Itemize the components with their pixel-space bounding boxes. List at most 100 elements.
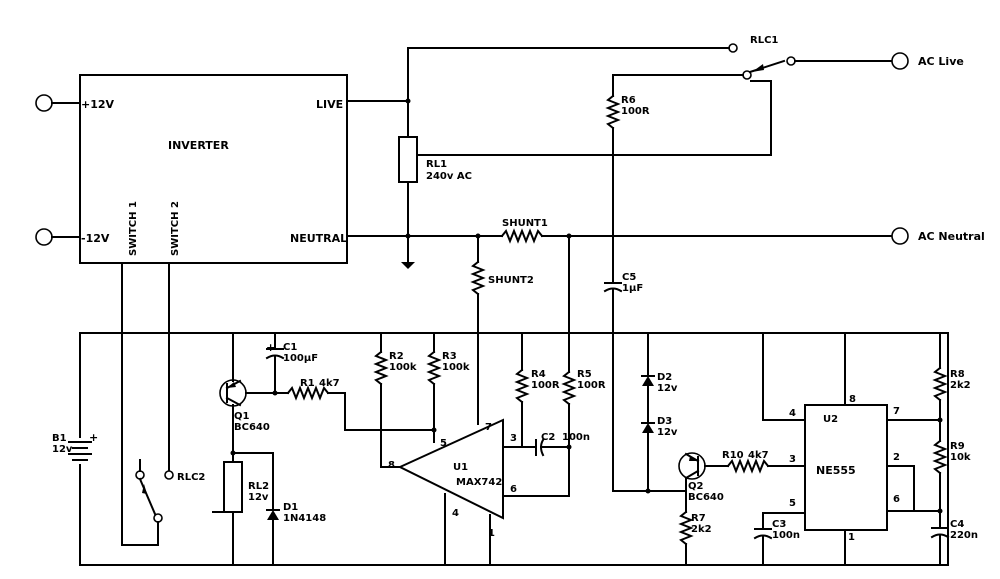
r9-value: 10k [950,452,971,463]
r8-label: R8 [950,369,965,380]
r10-value: 4k7 [748,450,769,461]
q1-value: BC640 [234,422,270,433]
d2-zener [641,375,655,386]
minus12v-label: -12V [81,232,110,245]
inverter-switch1-label: SWITCH 1 [128,201,139,256]
r5-resistor [561,370,577,406]
r6-value: 100R [621,106,650,117]
u2-ne555 [804,404,888,531]
shunt2-resistor [470,260,486,296]
u1-pin3: 3 [510,433,517,444]
r5-value: 100R [577,380,606,391]
r4-label: R4 [531,369,546,380]
d1-label: D1 [283,502,298,513]
u1-pin1: 1 [488,528,495,539]
shunt2-label: SHUNT2 [488,275,534,286]
r7-resistor [678,510,694,546]
r4-value: 100R [531,380,560,391]
shunt1-label: SHUNT1 [502,218,548,229]
r8-resistor [932,366,948,402]
ac-live-terminal [891,52,909,70]
u1-pin4: 4 [452,508,459,519]
r2-resistor [373,350,389,386]
r6-resistor [605,94,621,130]
c5-value: 1µF [622,283,643,294]
d3-label: D3 [657,416,672,427]
rlc2-common [153,513,163,523]
r4-resistor [514,368,530,404]
r7-value: 2k2 [691,524,712,535]
c1-value: 100µF [283,353,318,364]
u2-pin1: 1 [848,532,855,543]
d2-value: 12v [657,383,678,394]
u2-label: U2 [823,414,838,425]
d2-label: D2 [657,372,672,383]
r3-label: R3 [442,351,457,362]
terminal-plus12v: +12V [35,94,115,112]
r1-value: 4k7 [319,378,340,389]
ac-neutral-label: AC Neutral [918,230,985,243]
r9-label: R9 [950,441,965,452]
r2-label: R2 [389,351,404,362]
c2-value: 100n [562,432,590,443]
r9-resistor [932,439,948,475]
terminal-minus12v: -12V [35,228,110,246]
ground-symbol [401,262,415,269]
u1-pin7: 7 [485,422,492,433]
rlc1-label: RLC1 [750,35,778,46]
r8-value: 2k2 [950,380,971,391]
c2-label: C2 [541,432,555,443]
rlc1-contact-nc [728,43,738,53]
shunt1-resistor [500,228,544,244]
u2-pin8: 8 [849,394,856,405]
r3-value: 100k [442,362,470,373]
u1-pin8: 8 [388,460,395,471]
rl2-value: 12v [248,492,269,503]
q2-value: BC640 [688,492,724,503]
r10-resistor [726,458,770,474]
rlc2-label: RLC2 [177,472,205,483]
u2-pin5: 5 [789,498,796,509]
ac-neutral-terminal [891,227,909,245]
c4-label: C4 [950,519,964,530]
r7-label: R7 [691,513,706,524]
c3-value: 100n [772,530,800,541]
inverter-neutral-label: NEUTRAL [290,232,347,245]
d3-zener [641,422,655,433]
d1-diode [266,509,280,520]
u2-pin6: 6 [893,494,900,505]
u2-value: NE555 [816,464,856,477]
r2-value: 100k [389,362,417,373]
r5-label: R5 [577,369,592,380]
r1-resistor [286,385,330,401]
inverter-block: INVERTER LIVE NEUTRAL SWITCH 1 SWITCH 2 [79,74,348,264]
rlc2-contact-a [135,470,145,480]
plus12v-label: +12V [81,98,115,111]
b1-label: B1 [52,433,67,444]
c3-label: C3 [772,519,786,530]
r3-resistor [426,350,442,386]
c1-label: C1 [283,342,297,353]
rl1-relay-coil: RL1 240v AC [398,136,472,183]
inverter-live-label: LIVE [316,98,343,111]
rlc2-contact-b [164,470,174,480]
inverter-title: INVERTER [168,139,229,152]
rl2-relay-coil [223,461,243,513]
inverter-switch2-label: SWITCH 2 [170,201,181,256]
u1-label: U1 [453,462,468,473]
u1-pin6: 6 [510,484,517,495]
c5-label: C5 [622,272,636,283]
r1-label: R1 [300,378,315,389]
u2-pin4: 4 [789,408,796,419]
u1-max742 [397,418,504,520]
d1-value: 1N4148 [283,513,326,524]
u2-pin7: 7 [893,406,900,417]
q1-label: Q1 [234,411,250,422]
c1-plus-sign: + [266,341,275,354]
q1-transistor [219,379,247,407]
rl1-label: RL1 [426,159,447,170]
u1-value: MAX742 [456,477,502,488]
q2-label: Q2 [688,481,704,492]
c4-value: 220n [950,530,978,541]
